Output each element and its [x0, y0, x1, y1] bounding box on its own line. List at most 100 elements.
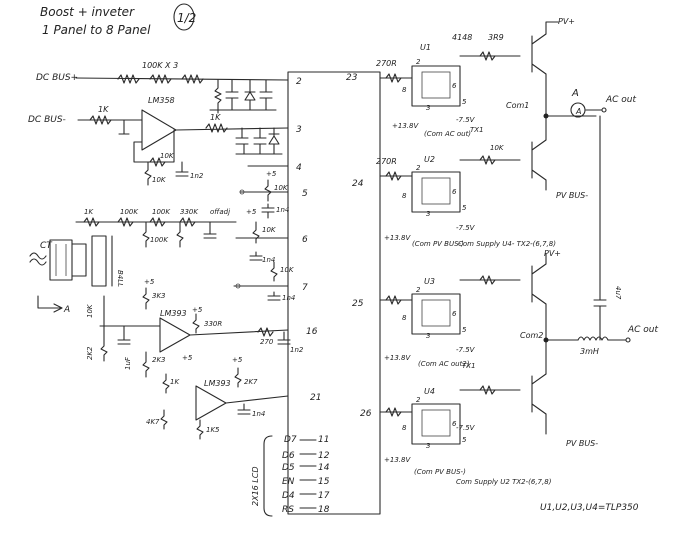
cap-out	[593, 299, 607, 341]
com2-node	[543, 337, 549, 343]
r-1k-e-label: 10K	[86, 303, 94, 318]
r-2k3	[142, 351, 150, 378]
opamp1-feedback	[133, 129, 175, 163]
cap-1n4-label: 1n4	[276, 206, 289, 214]
cap-1n4-b	[249, 251, 263, 261]
u3-id: U3	[424, 277, 435, 286]
u4-tx: Com Supply U2 TX2-(6,7,8)	[456, 478, 552, 486]
lcd-pin-15: 15	[318, 477, 330, 487]
u1-tx: TX1	[470, 126, 484, 134]
u2-inner	[421, 177, 451, 205]
r-1uf-label: 1uF	[124, 356, 132, 370]
u3-tx: TX1	[462, 362, 476, 370]
u3-pin2: 2	[416, 286, 421, 294]
u2-pin6: 6	[452, 188, 457, 196]
ammeter-inner: A	[575, 107, 581, 116]
r-2k7	[234, 367, 242, 388]
u1-inner	[421, 71, 451, 99]
lcd-name-d7: D7	[284, 435, 297, 445]
r-3k3-label: 3K3	[152, 292, 166, 300]
u2-id: U2	[424, 155, 435, 164]
r-2k7-label: 2K7	[244, 378, 258, 386]
q3	[531, 263, 547, 305]
u4-pin3: 3	[426, 442, 430, 450]
plus5-c-label: +5	[144, 278, 155, 286]
r-100k-f-label: 100K	[150, 236, 169, 244]
ct-coils	[55, 244, 67, 276]
cap-out-label: 4u7	[614, 286, 622, 300]
u3-pin3: 3	[426, 332, 430, 340]
opamp3-label: LM393	[204, 379, 231, 388]
u2-pin2: 2	[416, 164, 421, 172]
u1-pin3: 3	[426, 104, 430, 112]
lcd-label: 2X16 LCD	[251, 467, 260, 507]
opamp-lm393-b	[195, 385, 227, 421]
opamp1-label: LM358	[148, 96, 175, 105]
u4-com: (Com PV BUS-)	[414, 468, 466, 476]
r-330r-label: 330R	[204, 320, 222, 328]
r-vert-chain	[142, 221, 184, 248]
mcu-pin-24: 24	[352, 179, 364, 189]
lcd-pin-list: D7 11 D6 12 D5 14 EN 15 D4 17 RS 18	[282, 435, 330, 515]
pin21-wire	[225, 395, 289, 404]
inductor-label: 3mH	[580, 347, 599, 356]
u1-pin6: 6	[452, 82, 457, 90]
u2-supply-neg: -7.5V	[456, 224, 476, 232]
title-line-2: 1 Panel to 8 Panel	[42, 23, 151, 37]
ammeter-label: A	[571, 88, 579, 99]
mcu-pin-5: 5	[302, 189, 308, 199]
r-10k-fb	[149, 157, 166, 167]
u3-supply-neg: -7.5V	[456, 346, 476, 354]
dc-bus-minus-label: DC BUS-	[28, 115, 66, 125]
u4-pin2: 2	[416, 396, 421, 404]
cap-divider-2	[259, 79, 273, 111]
ct-out-wire	[71, 243, 87, 277]
r-1n4-c-label: 1n4	[282, 294, 295, 302]
gate-resistors	[479, 51, 496, 395]
opamp-lm358	[141, 109, 177, 151]
cap-1n4-d	[237, 403, 251, 415]
mcu-pin-23: 23	[346, 73, 358, 83]
r-100k-x3	[117, 74, 204, 84]
r-330r	[192, 313, 200, 334]
u1-pin2: 2	[416, 58, 421, 66]
r-100k-e	[149, 217, 166, 227]
pv-plus-label: PV+	[558, 17, 575, 26]
ct-transformer	[49, 239, 73, 281]
u4-supply-neg: -7.5V	[456, 424, 476, 432]
r-3k3	[142, 287, 150, 310]
plus5-f-label: +5	[232, 356, 243, 364]
u1-pin8: 8	[402, 86, 407, 94]
u3-resistor	[385, 295, 402, 305]
pin16-wire	[189, 329, 289, 336]
lcd-pin-17: 17	[318, 491, 330, 501]
u2-supply-pos: +13.8V	[384, 234, 411, 242]
r-1k-c-label: 1K	[84, 208, 94, 216]
lcd-name-d5: D5	[282, 463, 295, 473]
r-270-label: 270	[260, 338, 274, 346]
u4-inner	[421, 409, 451, 437]
pv-plus-b-label: PV+	[544, 249, 561, 258]
cap-1n2	[175, 161, 189, 177]
r-1k-input	[89, 115, 112, 125]
u1-resistor	[385, 73, 402, 83]
r-divider	[214, 79, 222, 114]
r-100k-x3-label: 100K X 3	[142, 61, 178, 70]
r-10k-c-label: 10K	[274, 184, 289, 192]
r-10k-h	[270, 261, 278, 282]
u4-pin5: 5	[462, 436, 467, 444]
u2-pin3: 3	[426, 210, 430, 218]
r-1k-b-label: 1K	[210, 113, 221, 122]
pv-bus-minus-b-label: PV BUS-	[566, 439, 598, 448]
bridge-rails	[545, 21, 559, 435]
mcu-chip	[287, 71, 381, 515]
u3-inner	[421, 299, 451, 327]
zener-2	[268, 127, 280, 155]
cap-1n2-b-label: 1n2	[290, 346, 304, 354]
gnd-sym-1	[118, 119, 130, 135]
com1-label: Com1	[506, 101, 529, 110]
lcd-name-rs: RS	[282, 505, 294, 515]
cap-2	[235, 127, 249, 155]
u2-pin8: 8	[402, 192, 407, 200]
